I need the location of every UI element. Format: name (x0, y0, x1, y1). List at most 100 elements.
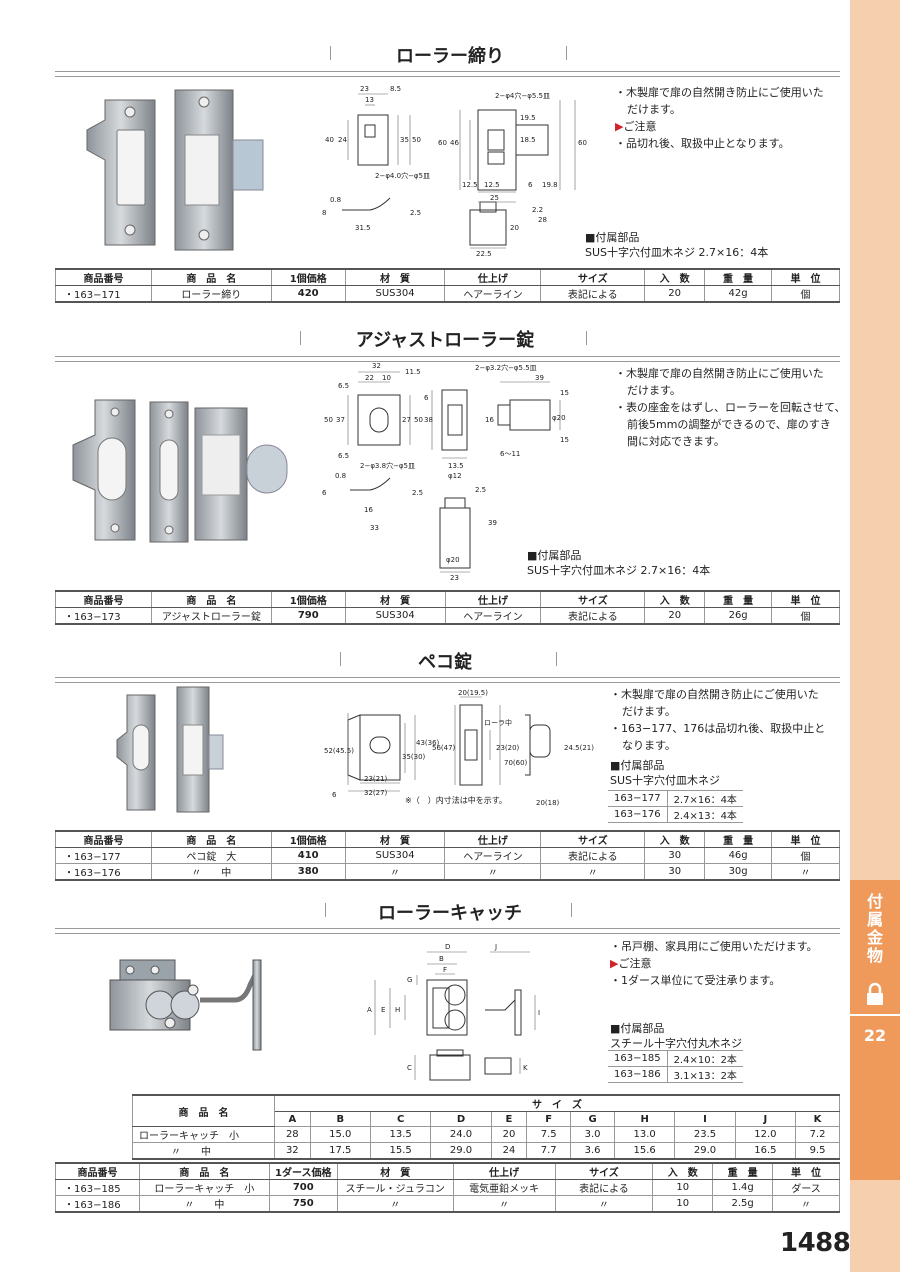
dim-label: 70(60) (504, 759, 528, 767)
product-photo (116, 686, 224, 813)
dim-label: F (443, 966, 447, 974)
dim-label: 8 (322, 209, 326, 217)
title-tick-right (566, 46, 567, 60)
dim-label: 2−φ3.2穴−φ5.5皿 (475, 363, 537, 372)
dim-label: 16 (364, 506, 373, 514)
dim-label: 32 (372, 362, 381, 370)
note-line: ・木製扉で扉の自然開き防止にご使用いた (615, 367, 824, 380)
dim-label: 2−φ4.0穴−φ5皿 (375, 171, 430, 180)
dim-label: E (381, 1006, 385, 1014)
title-tick-right (556, 652, 557, 666)
dim-label: 6 (424, 394, 429, 402)
title-tick-right (571, 903, 572, 917)
dim-label: 50 (324, 416, 333, 424)
note-line: だけます。 (627, 384, 681, 397)
note-line: なります。 (622, 739, 676, 752)
side-tab-category[interactable] (850, 880, 900, 1180)
dim-label: 0.8 (330, 196, 341, 204)
caution-note: ・1ダース単位にて受注承ります。 (610, 974, 781, 987)
dim-label: 19.5 (520, 114, 536, 122)
notes: ・木製扉で扉の自然開き防止にご使用いた だけます。 ・表の座金をはずし、ローラー… (615, 365, 845, 450)
note-line: ・木製扉で扉の自然開き防止にご使用いた (615, 86, 824, 99)
dim-label: 35 (400, 136, 409, 144)
dim-label: 15 (560, 389, 569, 397)
dim-label: φ20 (446, 556, 460, 564)
dim-label: 38 (424, 416, 433, 424)
dim-label: 6 (322, 489, 327, 497)
dim-label: 13.5 (448, 462, 464, 470)
dim-label: 2−φ3.8穴−φ5皿 (360, 461, 415, 470)
title-tick-right (586, 331, 587, 345)
dim-label: 23 (360, 85, 369, 93)
dim-label: 32(27) (364, 789, 388, 797)
dim-label: 10 (382, 374, 391, 382)
dim-label: A (367, 1006, 372, 1014)
dim-label: 2.5 (412, 489, 423, 497)
page-number: 1488 (780, 1228, 851, 1258)
dim-label: 39 (535, 374, 544, 382)
dim-label: 19.8 (542, 181, 558, 189)
dimension-diagram: 23 8.5 13 40 24 35 50 2−φ4.0穴−φ5皿 2−φ4穴−… (322, 85, 587, 258)
table-header: 商 品 名 サ イ ズ (132, 1094, 840, 1127)
dim-label: 23 (450, 574, 459, 582)
dim-label: 60 (438, 139, 447, 147)
dim-label: 27 (402, 416, 411, 424)
title-tick-left (330, 46, 331, 60)
section-title: アジャストローラー錠 (355, 330, 535, 351)
dim-label: 22 (365, 374, 374, 382)
notes: ・木製扉で扉の自然開き防止にご使用いた だけます。 ・163−177、176は品… (610, 686, 825, 754)
product-photo (72, 399, 288, 543)
dim-label: 20(18) (536, 799, 560, 807)
note-line: ・木製扉で扉の自然開き防止にご使用いた (610, 688, 819, 701)
dim-label: 33 (370, 524, 379, 532)
note-line: ・吊戸棚、家具用にご使用いただけます。 (610, 940, 818, 953)
dimension-diagram: 32 22 10 11.5 6.5 50 37 27 50 38 6 6.5 2… (322, 362, 569, 582)
dim-label: 23(20) (496, 744, 520, 752)
caution: ▶ご注意 (615, 120, 657, 133)
dim-label: φ12 (448, 472, 462, 480)
note-line: だけます。 (627, 103, 681, 116)
dim-label: I (538, 1009, 540, 1017)
section-rule (55, 356, 840, 362)
dim-label: 16 (485, 416, 494, 424)
caution-note: ・品切れ後、取扱中止となります。 (615, 137, 790, 150)
dim-label: 2−φ4穴−φ5.5皿 (495, 91, 550, 100)
chapter-number: 22 (863, 1026, 887, 1045)
dim-label: 52(45.5) (324, 747, 354, 755)
note-line: だけます。 (622, 705, 676, 718)
padlock-icon (867, 982, 883, 1005)
dim-label: J (494, 943, 497, 951)
title-tick-left (340, 652, 341, 666)
dim-label: 15 (560, 436, 569, 444)
accessories: ■付属部品 SUS十字穴付皿木ネジ 2.7×16：4本 (527, 549, 711, 577)
caution: ▶ご注意 (610, 957, 652, 970)
tab-divider (850, 1014, 900, 1016)
dim-label: 39 (488, 519, 497, 527)
dim-label: 50 (414, 416, 423, 424)
section-rule (55, 71, 840, 77)
dim-label: 6 (332, 791, 337, 799)
dim-label: 28 (538, 216, 547, 224)
note-line: ・163−177、176は品切れ後、取扱中止と (610, 722, 826, 735)
dim-label: 2.5 (475, 486, 486, 494)
section-rule (55, 928, 840, 934)
notes: ・吊戸棚、家具用にご使用いただけます。 ▶ご注意 ・1ダース単位にて受注承ります… (610, 938, 818, 989)
caution-triangle-icon: ▶ (615, 120, 624, 133)
